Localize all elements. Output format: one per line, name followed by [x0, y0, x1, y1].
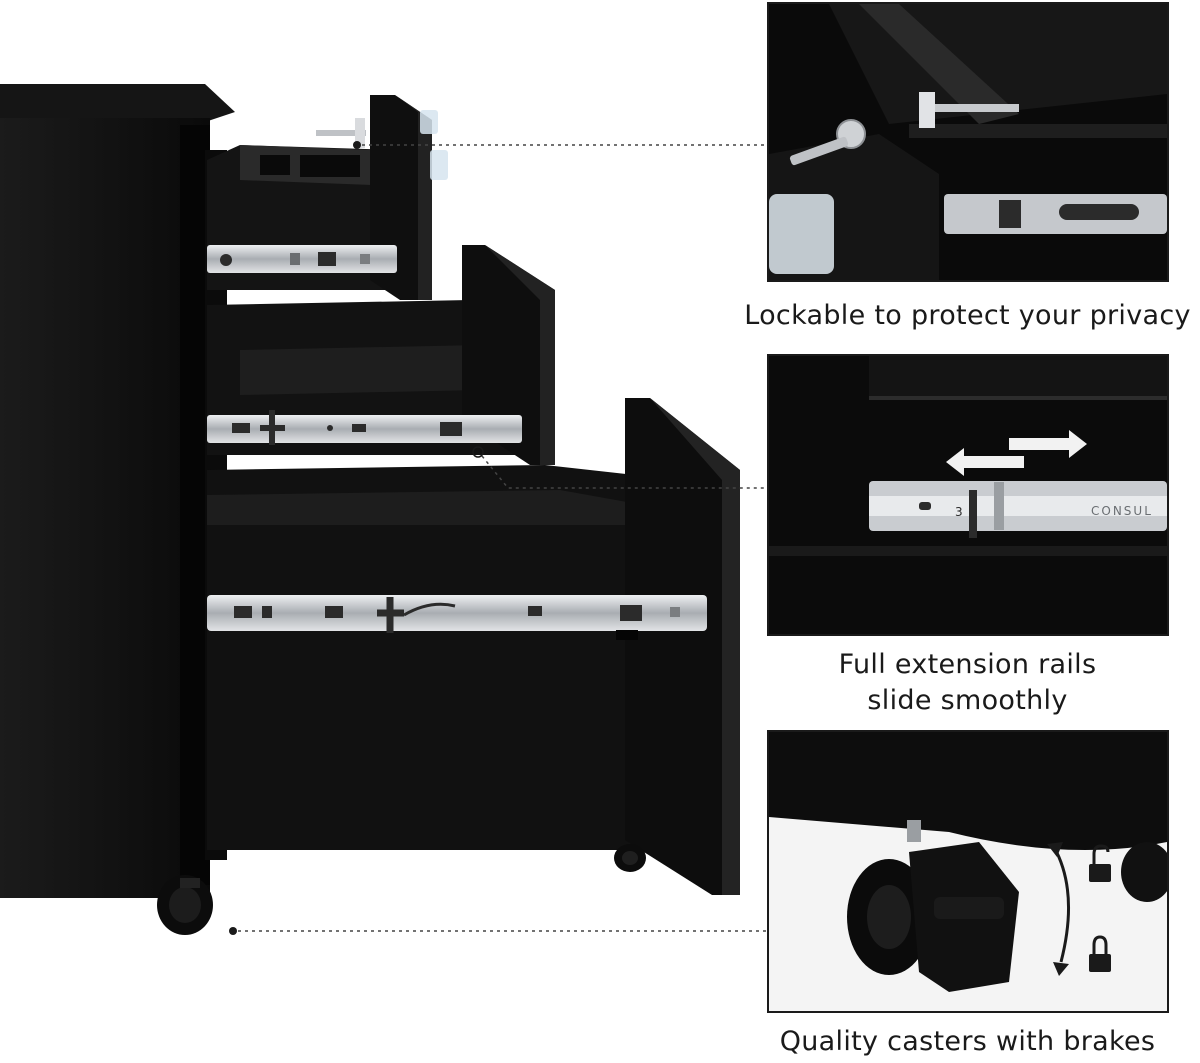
- middle-drawer: [207, 245, 555, 465]
- cabinet-body: [0, 84, 235, 898]
- rotation-arrow-icon: [1047, 842, 1070, 976]
- rail-caption: Full extension rails slide smoothly: [735, 647, 1200, 719]
- lock-caption-line: Lockable to protect your privacy: [744, 300, 1191, 331]
- bottom-drawer: [207, 398, 740, 895]
- lock-caption: Lockable to protect your privacy: [735, 298, 1200, 334]
- lock-detail-photo: [767, 2, 1169, 282]
- arrow-left-icon: [946, 448, 1024, 476]
- rail-caption-line-2: slide smoothly: [867, 685, 1068, 716]
- unlock-icon: [1089, 844, 1111, 882]
- rail-caption-line-1: Full extension rails: [838, 649, 1097, 680]
- front-caster: [157, 875, 213, 935]
- drawer-caster: [614, 844, 646, 872]
- caster-detail-photo: [767, 730, 1169, 1013]
- top-drawer: [207, 95, 448, 300]
- cabinet-photo: [0, 84, 740, 935]
- caster-caption: Quality casters with brakes: [735, 1024, 1200, 1060]
- rail-brand-text: CONSUL: [1091, 504, 1153, 518]
- arrow-right-icon: [1009, 430, 1087, 458]
- rail-number-text: 3: [955, 505, 963, 519]
- lock-icon: [1089, 935, 1111, 972]
- rail-detail-photo: 3 CONSUL: [767, 354, 1169, 636]
- caster-caption-line: Quality casters with brakes: [779, 1026, 1156, 1057]
